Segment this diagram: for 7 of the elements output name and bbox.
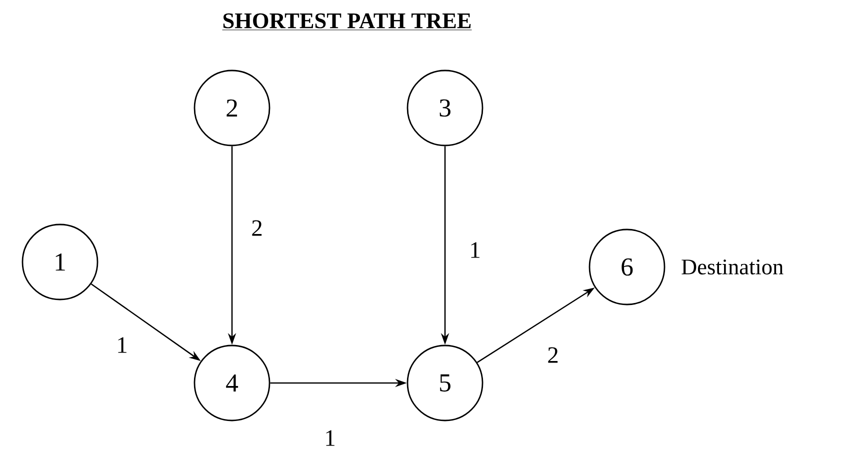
edge-label: 2	[546, 346, 560, 364]
edge-label: 1	[468, 241, 482, 259]
edge-label: 2	[250, 219, 264, 237]
title: SHORTEST PATH TREE	[222, 13, 472, 30]
edge-label: 1	[322, 429, 338, 447]
edge-label: 1	[114, 336, 130, 354]
node-caption: Destination	[682, 260, 784, 274]
